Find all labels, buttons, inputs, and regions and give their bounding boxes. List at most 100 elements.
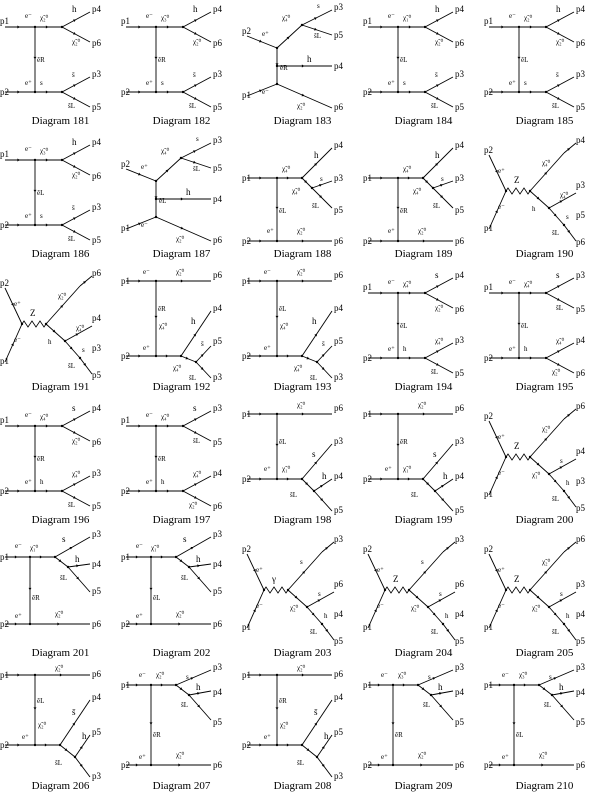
label-boson: Z [514, 175, 520, 185]
label-top-mid: χ̃₄⁰ [413, 187, 422, 195]
label-p3: p3 [213, 69, 223, 79]
label-boson: Z [30, 308, 36, 318]
vertex-dot [33, 158, 37, 162]
label-p3: p3 [92, 343, 102, 353]
label-e⁻: e⁻ [139, 671, 146, 679]
vertex-dot [275, 279, 279, 283]
label-y: s̃L [189, 374, 196, 382]
label-p3: p3 [576, 69, 586, 79]
label-e⁻: e⁻ [141, 221, 148, 229]
label-top-particle: χ̃₁⁰ [403, 14, 412, 22]
label-p5: p5 [576, 503, 586, 513]
label-p2: p2 [0, 220, 9, 230]
vertex-dot [63, 339, 67, 343]
line-bot-down-arrow [194, 96, 197, 100]
diagram-caption: Diagram 195 [515, 381, 574, 393]
label-p1: p1 [0, 356, 9, 366]
label-c: χ̃₄⁰ [560, 191, 569, 199]
line-top-up-arrow [73, 418, 76, 422]
line-y-arrow [200, 367, 204, 370]
label-p3: p3 [334, 436, 344, 446]
diagram-caption: Diagram 202 [152, 647, 211, 659]
line-top-arrow [529, 25, 533, 29]
label-p1: p1 [242, 622, 251, 632]
label-down: s̃L [290, 491, 297, 499]
label-p3: p3 [455, 662, 465, 672]
vertex-dot [275, 46, 279, 50]
line-b-arrow [58, 559, 62, 562]
vertex-dot [320, 622, 324, 626]
line-top-arrow [408, 291, 412, 295]
vertex-dot [154, 25, 158, 29]
label-top-particle: χ̃₄⁰ [161, 413, 170, 421]
line-bot-arrow [45, 90, 49, 94]
label-c: s [439, 590, 442, 598]
line-p1-arrow [14, 555, 18, 559]
diagram-caption: Diagram 190 [515, 248, 574, 260]
label-p5: p5 [455, 636, 465, 646]
line-top-arrow [166, 25, 170, 29]
label-p5: p5 [213, 163, 223, 173]
label-c: h [438, 682, 443, 692]
label-p2: p2 [242, 474, 251, 484]
label-p4: p4 [213, 303, 223, 313]
line-top-up-arrow [435, 163, 438, 166]
line-b-arrow [440, 195, 443, 198]
vertex-dot [275, 176, 279, 180]
line-p2-arrow [259, 477, 262, 481]
line-out-top-arrow [544, 571, 547, 574]
diagram-caption: Diagram 186 [31, 248, 90, 260]
label-p5: p5 [92, 501, 102, 511]
vertex-dot [154, 90, 158, 94]
label-c: s [560, 590, 563, 598]
line-out-low-arrow [52, 329, 56, 333]
vertex-dot [315, 755, 319, 759]
label-a: s [186, 673, 189, 681]
label-p1: p1 [0, 16, 9, 26]
label-top-particle: χ̃₄⁰ [403, 165, 412, 173]
line-d-arrow [553, 479, 557, 483]
label-p6: p6 [213, 235, 223, 245]
line-mid-arrow [180, 197, 184, 201]
vertex-dot [547, 472, 551, 476]
diagram-caption: Diagram 183 [273, 115, 332, 127]
label-propagator: ẽR [400, 207, 408, 215]
label-bottom: χ̃₂⁰ [418, 751, 427, 759]
vertex-dot [154, 179, 158, 183]
label-p2: p2 [121, 87, 130, 97]
label-p2: p2 [121, 351, 130, 361]
label-p2: p2 [484, 544, 493, 554]
label-d: s̃L [60, 574, 67, 582]
line-boson [263, 586, 289, 594]
label-e⁺: e⁺ [388, 227, 395, 235]
label-p4: p4 [334, 140, 344, 150]
label-top-particle: χ̃₂⁰ [176, 268, 185, 276]
label-p5: p5 [334, 205, 344, 215]
label-bot-down: s̃L [431, 102, 438, 110]
label-e: s̃L [552, 628, 559, 636]
label-p2: p2 [121, 760, 130, 770]
label-e⁻: e⁻ [498, 203, 505, 211]
label-e⁺: e⁺ [264, 344, 271, 352]
label-p1: p1 [242, 409, 251, 419]
label-p4: p4 [213, 194, 223, 204]
vertex-dot [421, 176, 425, 180]
label-top-down: χ̃₂⁰ [72, 171, 81, 179]
label-bot-up: χ̃₄⁰ [556, 337, 565, 345]
vertex-dot [396, 239, 400, 243]
label-down: χ̃₄⁰ [173, 364, 182, 372]
line-bot-up-arrow [436, 84, 439, 88]
label-top-particle: χ̃₂⁰ [55, 664, 64, 672]
line-bottom-arrow [420, 763, 423, 767]
line-boson [505, 187, 531, 195]
label-b: s̃L [312, 202, 319, 210]
vertex-dot [20, 322, 24, 326]
line-p2-arrow [138, 489, 141, 493]
label-bot-down: χ̃₂⁰ [189, 501, 198, 509]
label-e⁻: e⁻ [256, 602, 263, 610]
line-boson [505, 453, 531, 461]
